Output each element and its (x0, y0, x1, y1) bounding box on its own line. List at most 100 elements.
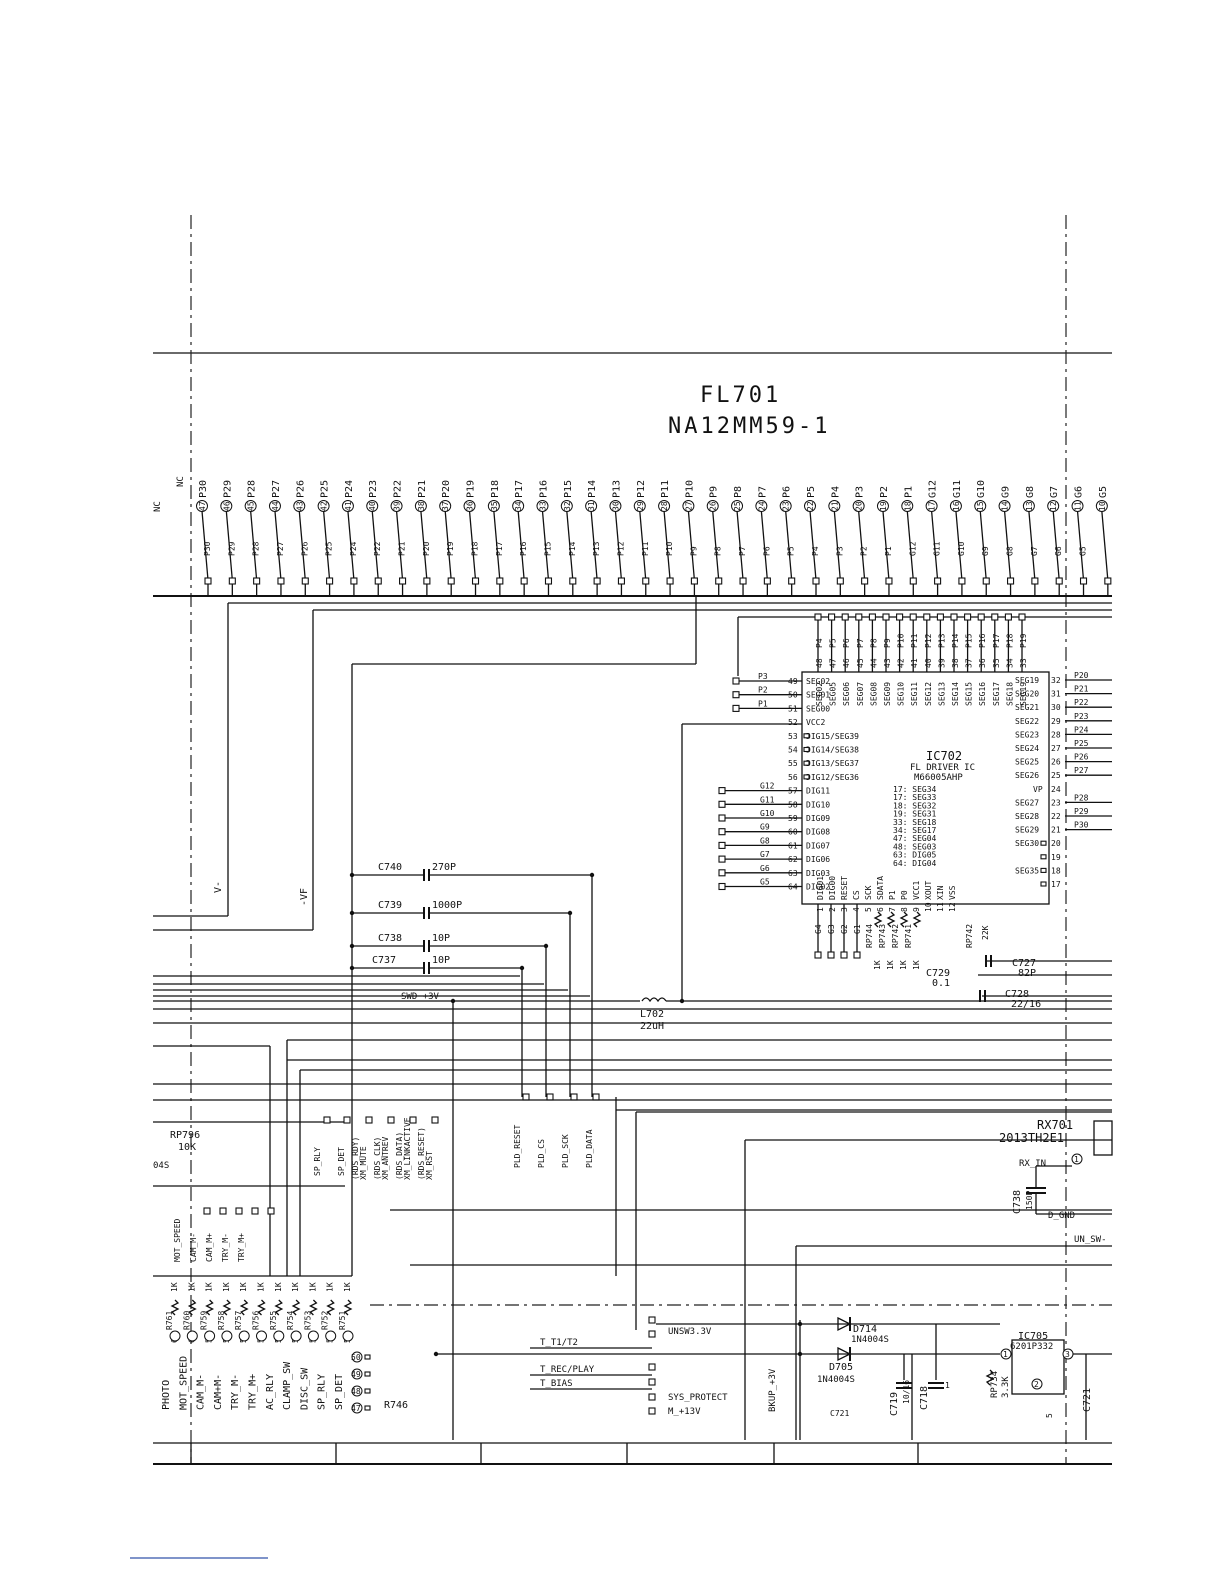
ic702-left-net: G5 (760, 878, 770, 887)
bottom-res-ref: R752 (321, 1311, 330, 1330)
rds-pad (365, 1116, 373, 1124)
fl701-pin-number: 45 (247, 501, 256, 511)
cap-ref: C739 (378, 900, 402, 911)
ic702-left-net: G6 (760, 864, 770, 873)
ic702-top-pin-name: SEG15 (965, 682, 974, 706)
ic702-right-net: P26 (1074, 753, 1089, 762)
rds-top-label: (RDS_DATA) (395, 1132, 404, 1180)
fl701-pin-name: G6 (1074, 486, 1085, 498)
rp74x-value: 1K (899, 960, 908, 970)
fl701-pin-number: 31 (587, 501, 596, 511)
rp74x-ref: RP741 (904, 924, 913, 948)
conn-pin-number: 48 (351, 1387, 361, 1396)
fl701-net-label: G8 (1006, 546, 1015, 556)
ic702-right-pin-number: 23 (1051, 798, 1061, 807)
ic702-bottom-pin-number: 8 (900, 907, 909, 912)
ic702-note: 19: SEG31 (893, 810, 937, 819)
fl701-pin-lead (712, 510, 720, 581)
fl701-pin-number: 40 (368, 501, 377, 511)
ic702-left-pin-name: DIG14/SEG38 (806, 746, 859, 755)
fl701-pad (934, 577, 942, 585)
bottom-net-label: AC_RLY (265, 1374, 276, 1410)
motor-pad (251, 1207, 259, 1215)
fl701-pin-number: 44 (271, 501, 280, 511)
bottom-res-value: 1K (170, 1282, 179, 1292)
junction (349, 943, 355, 949)
junction (433, 1351, 439, 1357)
ic702-left-net: G12 (760, 782, 775, 791)
fl701-pin-lead (614, 510, 623, 581)
ic702-top-pin-name: SEG05 (829, 682, 838, 706)
fl701-pin-lead (639, 510, 647, 581)
nc-label-1: NC (153, 501, 163, 512)
ic702-top-pad (909, 613, 917, 621)
bottom-res-ref: R751 (338, 1311, 347, 1330)
fl701-pin-name: G9 (1001, 486, 1012, 498)
rp-side-label: 04S (153, 1161, 169, 1171)
ic702-top-pad (923, 613, 931, 621)
ic702-right-pin-number: 30 (1051, 703, 1061, 712)
motor-pad (235, 1207, 243, 1215)
fl701-net-label: P14 (568, 541, 577, 556)
rp742-value: 22K (981, 925, 990, 940)
bottom-net-label: DISC_SW (299, 1367, 310, 1410)
ic702-bottom-pin-number: 10 (924, 902, 933, 912)
fl701-pad (301, 577, 309, 585)
fl701-pad (471, 577, 480, 585)
ic702-top-net: P15 (965, 633, 974, 648)
fl701-pad (666, 577, 674, 585)
fl701-pin-number: 15 (976, 501, 985, 511)
rp734-zigzag (985, 1369, 995, 1386)
fl701-net-label: P22 (373, 541, 382, 556)
pld-net-label: PLD_SCK (561, 1134, 570, 1168)
ic702-top-net: P11 (910, 633, 919, 648)
cap-ref: C740 (378, 862, 402, 873)
fl701-pin-lead (687, 510, 696, 581)
c721-ref: C721 (830, 1409, 849, 1418)
ic702-top-pin-number: 34 (1005, 658, 1014, 668)
ic702-left-pin-name: DIG10 (806, 800, 830, 809)
fl701-pad (1079, 577, 1088, 585)
ic702-right-pin-number: 20 (1051, 839, 1061, 848)
ic705-ref: IC705 (1018, 1331, 1048, 1342)
rds-bottom-label: XM_MUTE (359, 1146, 368, 1180)
ic702-top-net: P10 (897, 633, 906, 648)
conn-pin-bubble (351, 1402, 363, 1414)
fl701-pad (982, 577, 990, 585)
d714-part: 1N4004S (851, 1335, 889, 1345)
fl701-pin-name: G11 (952, 480, 963, 498)
fl701-pin-lead (1028, 510, 1036, 581)
ic702-right-pin-name: SEG23 (1015, 730, 1039, 739)
fl701-pin-number: 35 (490, 501, 499, 511)
t-t1t2-label: T_T1/T2 (540, 1338, 578, 1348)
bottom-pin-bubble (325, 1330, 337, 1342)
ic702-note: 33: SEG18 (893, 818, 937, 827)
ic702-bottom-pin-name: XIN (936, 885, 945, 900)
bottom-res-value: 1K (187, 1282, 196, 1292)
power-cap-ref: C721 (1082, 1388, 1093, 1412)
ic702-bottom-pin-name: XOUT (924, 881, 933, 900)
fl701-pin-lead (225, 510, 233, 581)
rx-in-label: RX_IN (1019, 1159, 1046, 1169)
ic702-top-pin-name: SEG07 (856, 682, 865, 706)
fl701-pin-lead (274, 510, 282, 581)
rp74x-value: 1K (886, 960, 895, 970)
ic702-nc-pad (803, 760, 810, 766)
fl701-pad (617, 577, 625, 585)
ic702-bottom-pin-number: 7 (888, 907, 897, 912)
ic702-top-net: P18 (1005, 633, 1014, 648)
bottom-resistor (187, 1299, 197, 1316)
m13v-label: M_+13V (668, 1407, 701, 1417)
ic702-left-pad (718, 841, 726, 849)
d705-ref: D705 (829, 1362, 853, 1373)
ic702-left-pin-name: DIG09 (806, 814, 830, 823)
cap-c727-value: 82P (1018, 968, 1036, 979)
fl701-net-label: P6 (762, 546, 771, 556)
fl701-net-label: P11 (641, 541, 650, 556)
pld-pad (546, 1093, 554, 1101)
ic702-left-pad (718, 855, 726, 863)
ic705-pin-number: 5 (1045, 1413, 1054, 1418)
rx701-ref: RX701 (1037, 1118, 1073, 1132)
fl701-pad (885, 577, 893, 585)
bottom-res-ref: R758 (217, 1311, 226, 1330)
